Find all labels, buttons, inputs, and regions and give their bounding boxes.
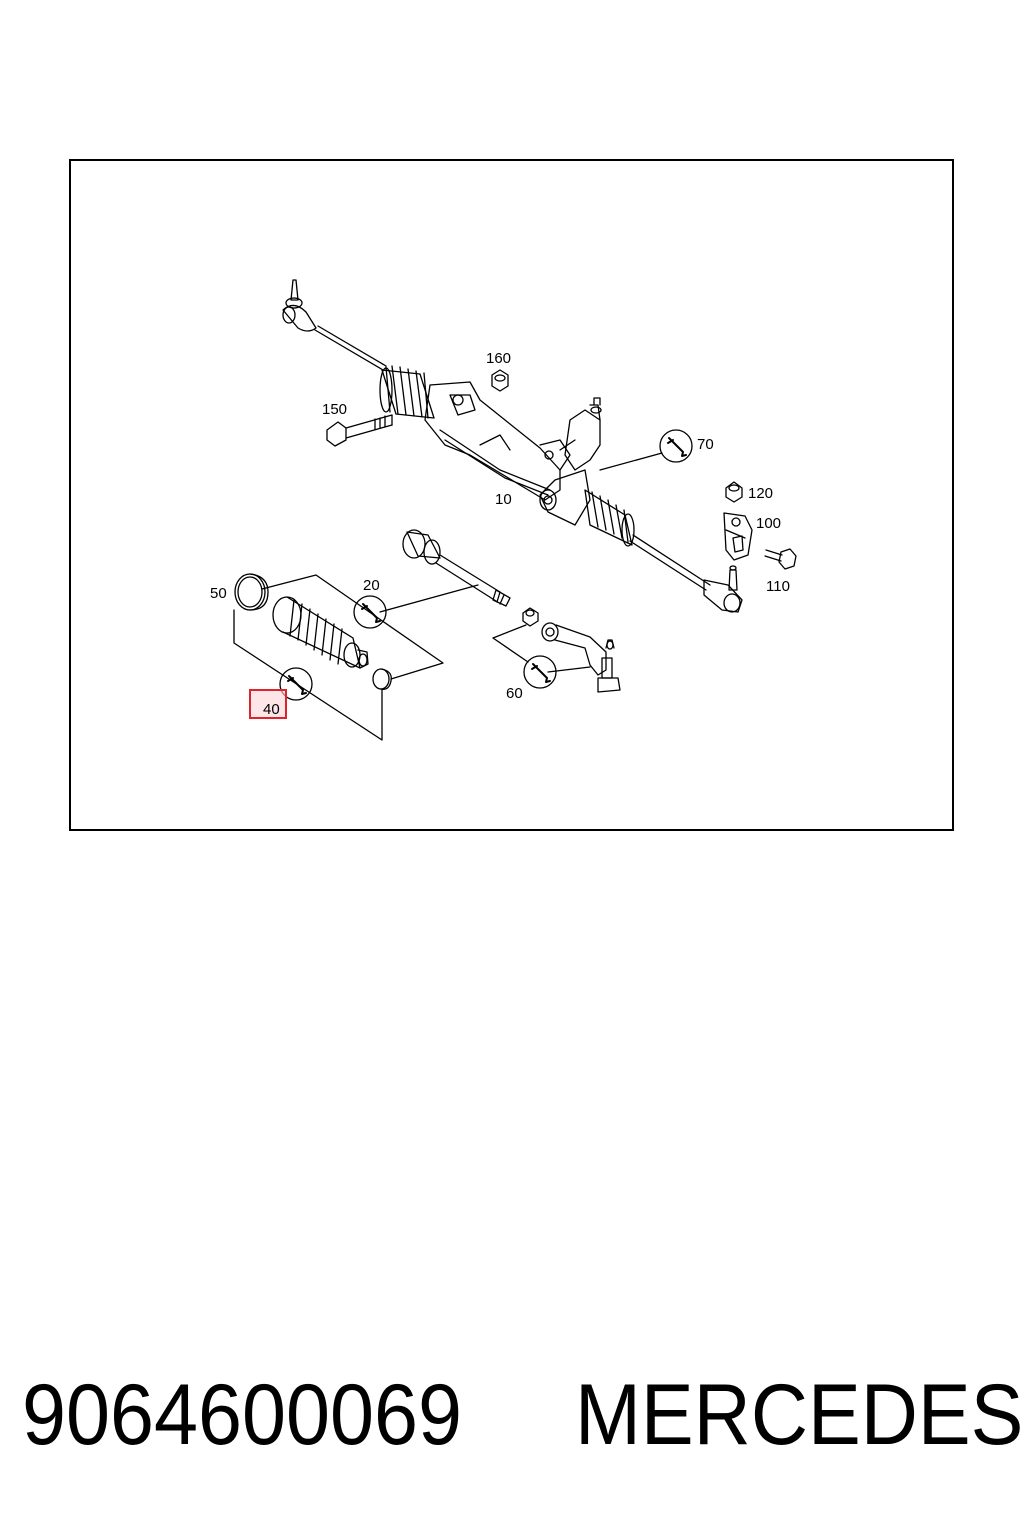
small-clamp — [372, 668, 392, 690]
wrench-icon — [659, 429, 693, 463]
callout-40[interactable]: 40 — [263, 701, 280, 718]
clamp-50 — [234, 573, 269, 611]
callout-110[interactable]: 110 — [766, 578, 790, 595]
callout-60[interactable]: 60 — [506, 685, 523, 702]
left-rack-bellows — [379, 365, 435, 419]
nut-160 — [491, 369, 509, 392]
bellows-40 — [272, 596, 369, 669]
kit-leader-lines — [233, 574, 591, 741]
brand-name: MERCEDES — [575, 1367, 1024, 1463]
callout-20[interactable]: 20 — [363, 577, 380, 594]
bolt-110 — [764, 548, 797, 570]
inner-tie-rod-20 — [402, 529, 511, 607]
callout-70[interactable]: 70 — [697, 436, 714, 453]
bracket-100 — [723, 512, 753, 561]
tie-rod-end-60 — [522, 607, 621, 693]
left-tie-rod-end — [282, 279, 387, 371]
callout-160[interactable]: 160 — [486, 350, 511, 367]
callout-50[interactable]: 50 — [210, 585, 227, 602]
nut-120 — [725, 481, 743, 503]
callout-10[interactable]: 10 — [495, 491, 512, 508]
callout-100[interactable]: 100 — [756, 515, 781, 532]
callout-highlight-box — [249, 689, 287, 719]
diagram-frame — [69, 159, 954, 831]
wrench-icon — [523, 655, 557, 689]
wrench-icon — [279, 667, 313, 701]
part-number: 9064600069 — [22, 1367, 463, 1463]
wrench-icon — [353, 595, 387, 629]
callout-120[interactable]: 120 — [748, 485, 773, 502]
bolt-150 — [326, 414, 393, 447]
right-rack-bellows — [584, 489, 635, 547]
right-tie-rod-end — [629, 534, 743, 613]
callout-150[interactable]: 150 — [322, 401, 347, 418]
leader-lines-rack — [599, 452, 746, 539]
rack-housing — [424, 381, 602, 526]
